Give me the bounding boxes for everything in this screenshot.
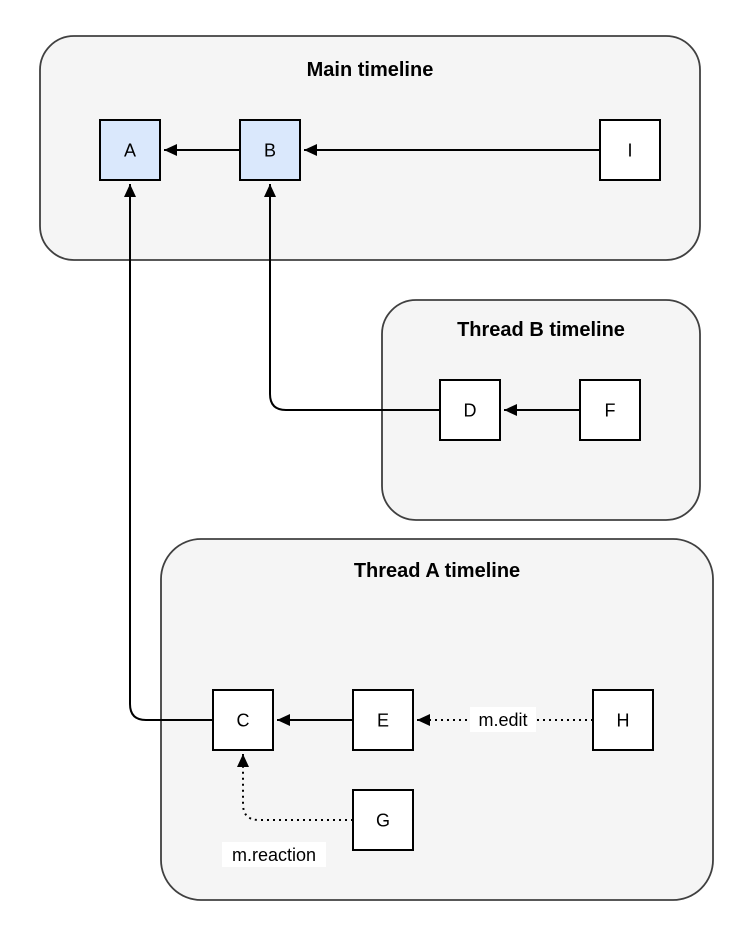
edge-label-m-edit-text: m.edit [478, 710, 527, 730]
container-thread-a-timeline-title: Thread A timeline [354, 560, 520, 582]
node-c: C [212, 689, 274, 751]
node-g-box [352, 789, 414, 851]
node-a-label: A [124, 141, 136, 161]
node-e: E [352, 689, 414, 751]
node-d-label: D [464, 401, 477, 421]
node-e-box [352, 689, 414, 751]
node-a: A [99, 119, 161, 181]
node-b: B [239, 119, 301, 181]
node-d: D [439, 379, 501, 441]
node-e-label: E [377, 711, 389, 731]
node-a-box [99, 119, 161, 181]
node-i-box [599, 119, 661, 181]
edge-d-to-b [264, 184, 440, 411]
node-h-label: H [617, 711, 630, 731]
container-main-timeline: Main timeline [39, 35, 701, 261]
edge-c-to-a [124, 184, 213, 721]
container-main-timeline-bg [39, 35, 701, 261]
node-h: H [592, 689, 654, 751]
container-main-timeline-title: Main timeline [307, 59, 434, 81]
node-i-label: I [627, 141, 632, 161]
node-g-label: G [376, 811, 390, 831]
node-b-label: B [264, 141, 276, 161]
node-g: G [352, 789, 414, 851]
edge-label-m-reaction-text: m.reaction [232, 845, 316, 865]
node-i: I [599, 119, 661, 181]
node-f: F [579, 379, 641, 441]
node-h-box [592, 689, 654, 751]
node-c-box [212, 689, 274, 751]
node-c-label: C [237, 711, 250, 731]
edge-label-m-edit-bg [470, 707, 536, 732]
container-thread-b-timeline-title: Thread B timeline [457, 319, 625, 341]
node-d-box [439, 379, 501, 441]
node-f-box [579, 379, 641, 441]
node-b-box [239, 119, 301, 181]
edge-label-m-reaction: m.reaction [222, 842, 326, 867]
node-f-label: F [605, 401, 616, 421]
edge-label-m-edit: m.edit [470, 707, 536, 732]
edge-label-m-reaction-bg [222, 842, 326, 867]
